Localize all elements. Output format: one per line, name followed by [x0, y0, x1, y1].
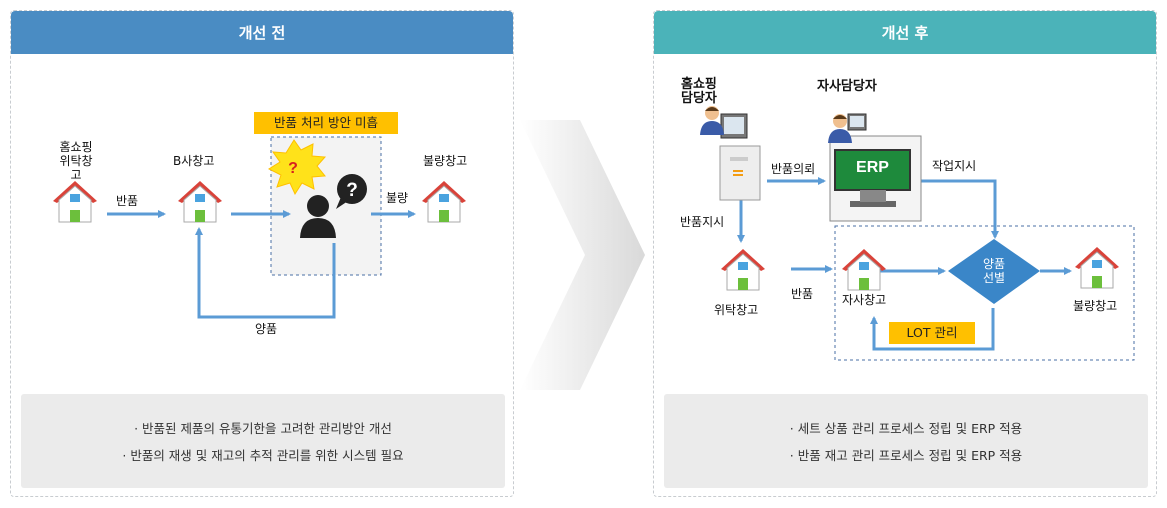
homeshopping-manager-label: 홈쇼핑 담당자	[681, 77, 717, 106]
house-icon	[842, 249, 886, 291]
quality-sort-label: 양품 선별	[982, 257, 1006, 285]
summary-line: · 반품의 재생 및 재고의 추적 관리를 위한 시스템 필요	[122, 448, 404, 463]
svg-text:?: ?	[346, 180, 358, 201]
person-icon: ?	[300, 174, 367, 238]
computer-icon	[829, 135, 922, 222]
quality-sort-diamond	[948, 239, 1040, 304]
summary-line: · 반품 재고 관리 프로세스 정립 및 ERP 적용	[789, 448, 1023, 463]
house-icon	[178, 181, 222, 223]
homeshopping-warehouse-label: 홈쇼핑 위탁창 고	[59, 140, 93, 182]
house-icon	[422, 181, 466, 223]
erp-label: ERP	[856, 159, 889, 176]
consign-warehouse-label: 위탁창고	[714, 303, 759, 317]
lot-management-label: LOT 관리	[889, 322, 975, 344]
defect-warehouse-label: 불량창고	[423, 154, 468, 168]
defect-warehouse-label: 불량창고	[1073, 299, 1118, 313]
b-warehouse-label: B사창고	[173, 154, 215, 168]
house-icon	[53, 181, 97, 223]
question-burst-icon: ?	[267, 139, 327, 196]
after-panel: 개선 후	[653, 10, 1157, 497]
before-summary: · 반품된 제품의 유통기한을 고려한 관리방안 개선 · 반품의 재생 및 재…	[21, 394, 505, 488]
summary-line: · 반품된 제품의 유통기한을 고려한 관리방안 개선	[134, 421, 392, 436]
return-edge-label: 반품	[116, 194, 139, 208]
summary-line: · 세트 상품 관리 프로세스 정립 및 ERP 적용	[789, 421, 1023, 436]
own-warehouse-label: 자사창고	[842, 293, 887, 307]
before-header: 개선 전	[11, 11, 513, 54]
return-instruction-label: 반품지시	[680, 215, 725, 229]
return-request-label: 반품의뢰	[771, 162, 816, 176]
svg-text:?: ?	[288, 160, 298, 177]
before-panel: 개선 전 ? ? 반품 처리 방안 미흡	[10, 10, 514, 497]
house-icon	[721, 249, 765, 291]
return-edge-label: 반품	[791, 287, 814, 301]
after-header: 개선 후	[654, 11, 1156, 54]
person-icon	[828, 113, 867, 143]
callout-label: 반품 처리 방안 미흡	[254, 112, 398, 134]
work-instruction-label: 작업지시	[932, 159, 977, 173]
after-summary: · 세트 상품 관리 프로세스 정립 및 ERP 적용 · 반품 재고 관리 프…	[664, 394, 1148, 488]
person-icon	[700, 106, 724, 135]
company-manager-label: 자사담당자	[817, 79, 877, 94]
before-diagram: ? ?	[107, 136, 416, 319]
after-diagram	[700, 106, 1135, 361]
house-icon	[1075, 247, 1119, 289]
computer-icon	[719, 113, 761, 201]
good-edge-label: 양품	[255, 322, 278, 336]
defect-edge-label: 불량	[386, 191, 409, 205]
